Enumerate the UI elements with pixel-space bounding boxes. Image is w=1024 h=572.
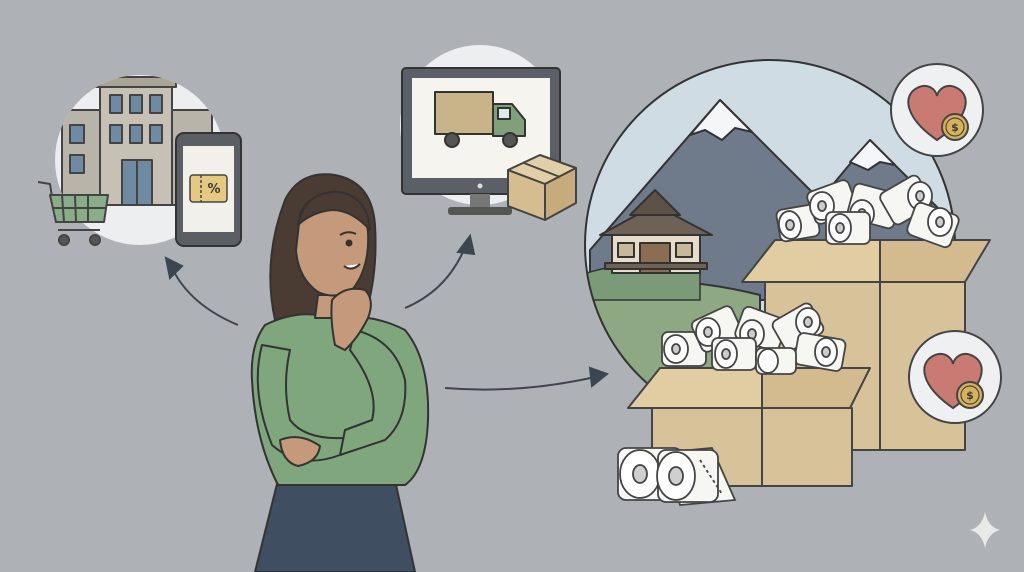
arrow-to-store (171, 267, 239, 326)
front-toilet-paper-rolls (661, 302, 847, 375)
delivery-truck-icon (434, 91, 526, 148)
online-delivery-vignette (400, 45, 577, 221)
toilet-paper-roll-icon (906, 201, 960, 249)
hand (330, 287, 372, 351)
skirt (254, 479, 416, 572)
japanese-house-icon (599, 189, 713, 274)
value-badge-top: $ (890, 63, 984, 157)
toilet-paper-roll-icon (825, 211, 871, 245)
arrow-to-bulk (444, 376, 596, 391)
toilet-paper-roll-icon (755, 347, 797, 375)
coupon-percent-label: % (207, 182, 220, 197)
shopping-cart-icon (37, 181, 109, 246)
floor-toilet-paper-rolls (617, 447, 737, 506)
arrow-head-bulk-icon (588, 366, 610, 388)
toilet-paper-roll-icon (711, 337, 757, 371)
toilet-paper-roll-icon (793, 332, 847, 372)
thinking-woman (250, 173, 430, 572)
coin-symbol: $ (951, 121, 959, 134)
coupon-icon: % (189, 174, 228, 203)
toilet-paper-roll-icon (661, 331, 707, 367)
sparkle-icon (970, 512, 1000, 548)
direction-arrows (164, 233, 610, 391)
coin-icon: $ (941, 113, 969, 141)
coin-icon: $ (956, 381, 984, 409)
toilet-paper-roll-icon (775, 203, 821, 243)
toilet-paper-roll-icon (656, 447, 737, 506)
back-toilet-paper-rolls (775, 174, 960, 249)
coin-symbol: $ (966, 389, 974, 402)
retail-store-vignette: % (37, 75, 242, 247)
arrow-to-online (404, 244, 467, 309)
raised-arm (339, 329, 407, 456)
arrow-head-online-icon (456, 233, 476, 256)
value-badge-bottom: $ (908, 330, 1002, 424)
cardboard-box-icon (507, 154, 577, 221)
arrow-head-store-icon (164, 256, 184, 281)
smartphone-icon: % (175, 132, 242, 247)
